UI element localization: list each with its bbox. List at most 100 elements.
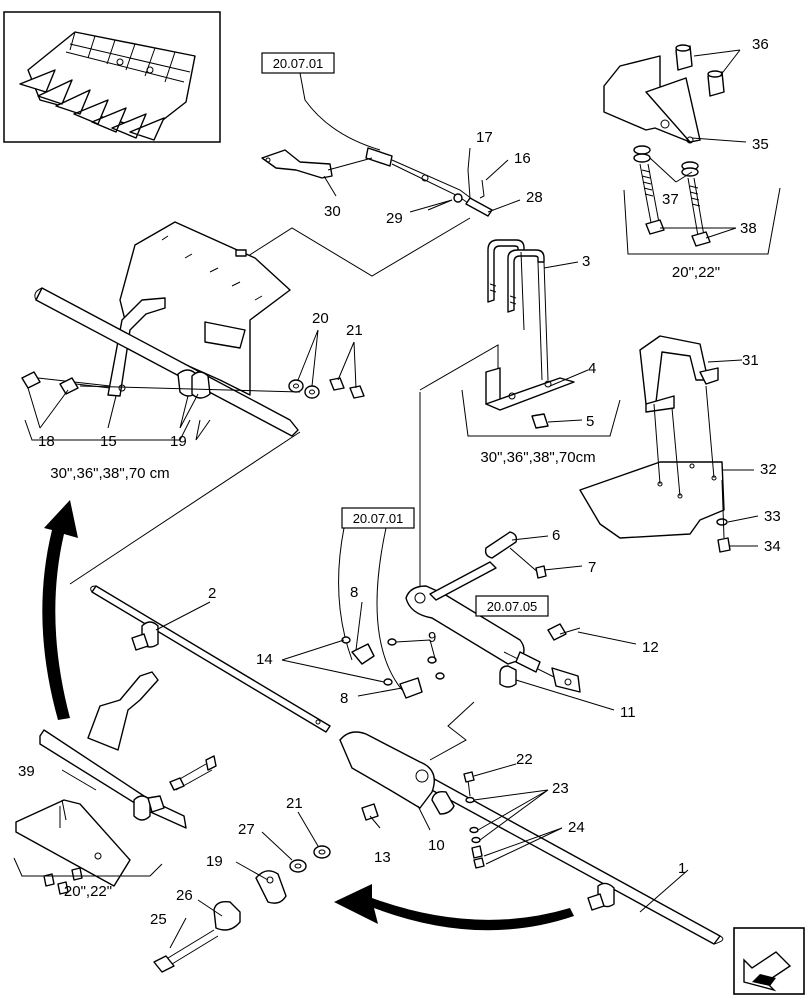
callout-38: 38 [740, 220, 757, 237]
callout-29: 29 [386, 210, 403, 227]
variant-label-top-right: 20",22" [672, 264, 720, 281]
callout-28: 28 [526, 189, 543, 206]
next-page-arrow-icon[interactable] [733, 927, 805, 995]
bolt-22 [463, 771, 475, 797]
nut-13 [361, 803, 379, 821]
callout-7: 7 [588, 559, 596, 576]
fittings-8 [351, 643, 423, 699]
variant-label-middle: 30",36",38",70cm [480, 449, 595, 466]
nuts-21 [329, 377, 365, 399]
springs-37 [633, 145, 705, 237]
pin-17 [467, 169, 471, 199]
pin-6 [484, 531, 518, 559]
callout-19-upper: 19 [170, 433, 187, 450]
collar-shaft2 [131, 621, 159, 651]
variant-label-upper-left: 30",36",38",70 cm [50, 465, 169, 482]
header-thumbnail[interactable] [3, 11, 221, 143]
bracket-30 [261, 149, 333, 179]
flow-arrow-bottom [334, 884, 574, 931]
ref-box-top[interactable]: 20.07.01 [261, 52, 335, 74]
callout-21-lower: 21 [286, 795, 303, 812]
nuts-24 [471, 845, 485, 869]
nuts-5 [531, 413, 549, 429]
variant-label-lower-left: 20",22" [64, 883, 112, 900]
u-bolts-3 [487, 239, 549, 381]
washers-20 [288, 379, 320, 399]
callout-30: 30 [324, 203, 341, 220]
skid-plate-32 [579, 461, 725, 539]
bolt-25 [153, 929, 219, 973]
callout-1: 1 [678, 860, 686, 877]
callout-31: 31 [742, 352, 759, 369]
callout-26: 26 [176, 887, 193, 904]
callout-39: 39 [18, 763, 35, 780]
nut-21-lower [313, 845, 331, 859]
bolt-34 [717, 479, 731, 553]
plate-4 [485, 367, 575, 411]
orings-9 [387, 638, 445, 680]
bracket-39-bolts [133, 755, 217, 821]
clip-16 [479, 179, 485, 199]
callout-24: 24 [568, 819, 585, 836]
callout-14: 14 [256, 651, 273, 668]
callout-23: 23 [552, 780, 569, 797]
callout-4: 4 [588, 360, 596, 377]
cylinder-assembly [405, 561, 581, 693]
bolt-12 [547, 623, 581, 641]
callout-10: 10 [428, 837, 445, 854]
leader-lines [27, 49, 759, 949]
callout-18: 18 [38, 433, 55, 450]
skid-bracket-31 [639, 335, 719, 413]
callout-8-lower: 8 [340, 690, 348, 707]
washer-33 [716, 518, 728, 526]
washer-27 [289, 859, 307, 873]
callout-22: 22 [516, 751, 533, 768]
callout-9: 9 [428, 629, 436, 646]
ref-label-cylinder: 20.07.05 [487, 599, 538, 614]
ref-box-hose[interactable]: 20.07.01 [341, 507, 415, 529]
bushing-26 [213, 900, 241, 931]
bracket-39 [15, 671, 187, 887]
callout-11: 11 [620, 704, 636, 721]
bushing-11 [499, 665, 517, 688]
nuts-38 [645, 219, 711, 247]
orings-14 [341, 636, 393, 686]
bolt-7 [509, 547, 547, 579]
callout-27: 27 [238, 821, 255, 838]
callout-35: 35 [752, 136, 769, 153]
callout-32: 32 [760, 461, 777, 478]
corn-header-icon [19, 31, 196, 141]
callout-15: 15 [100, 433, 117, 450]
callout-labels: 36 35 37 38 17 16 28 29 30 3 4 5 31 32 3… [18, 36, 781, 928]
callout-6: 6 [552, 527, 560, 544]
callout-3: 3 [582, 253, 590, 270]
bracket-39-nuts [43, 867, 83, 895]
callout-13: 13 [374, 849, 391, 866]
flow-arrow-left [42, 500, 78, 720]
bushings-36 [675, 44, 725, 97]
lever-10 [339, 731, 455, 815]
bolts-18 [21, 371, 111, 395]
callout-33: 33 [764, 508, 781, 525]
collar-shaft1 [587, 882, 615, 911]
ref-box-cylinder[interactable]: 20.07.05 [475, 595, 549, 617]
callout-19-lower: 19 [206, 853, 223, 870]
callout-21-upper: 21 [346, 322, 363, 339]
hydraulic-hoses [338, 527, 403, 691]
ref-label-top: 20.07.01 [273, 56, 324, 71]
bracket-35-assembly [603, 55, 701, 144]
callout-8-upper: 8 [350, 584, 358, 601]
callout-25: 25 [150, 911, 167, 928]
callout-12: 12 [642, 639, 659, 656]
cable-assembly [365, 147, 493, 217]
washers-23 [465, 796, 481, 844]
callout-34: 34 [764, 538, 781, 555]
callout-36: 36 [752, 36, 769, 53]
callout-20: 20 [312, 310, 329, 327]
callout-5: 5 [586, 413, 594, 430]
callout-37: 37 [662, 191, 679, 208]
callout-2: 2 [208, 585, 216, 602]
callout-17: 17 [476, 129, 493, 146]
callout-16: 16 [514, 150, 531, 167]
